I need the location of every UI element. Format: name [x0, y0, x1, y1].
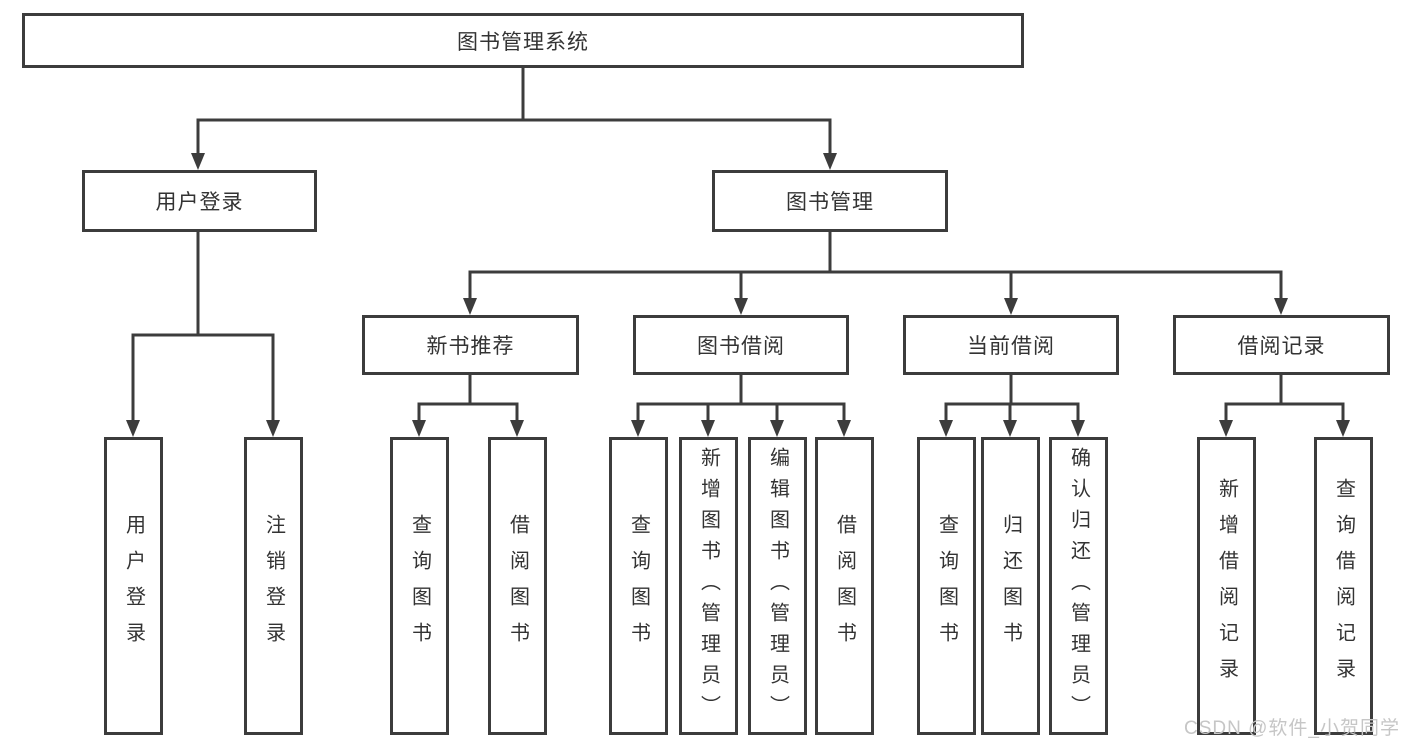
leaf-edit-books-admin: 编辑图书（管理员）: [748, 437, 807, 735]
connector-root: [191, 66, 837, 170]
node-book-management-label: 图书管理: [786, 191, 874, 214]
leaf-add-borrow-record: 新增借阅记录: [1197, 437, 1256, 735]
node-new-book-recommend: 新书推荐: [362, 315, 579, 375]
leaf-query-books-current: 查询图书: [917, 437, 976, 735]
leaf-add-books-admin: 新增图书（管理员）: [679, 437, 738, 735]
leaf-confirm-return-admin: 确认归还（管理员）: [1049, 437, 1108, 735]
watermark-text: CSDN @软件_小贺同学: [1184, 718, 1400, 739]
node-book-borrow: 图书借阅: [633, 315, 849, 375]
leaf-query-books-borrow-label: 查询图书: [627, 514, 650, 658]
leaf-query-books-current-label: 查询图书: [935, 514, 958, 658]
leaf-edit-books-admin-label: 编辑图书（管理员）: [766, 446, 789, 726]
connector-new-book-recommend: [412, 375, 524, 437]
node-root: 图书管理系统: [22, 13, 1024, 68]
node-current-borrow: 当前借阅: [903, 315, 1119, 375]
leaf-user-login-label: 用户登录: [122, 514, 145, 658]
leaf-return-books: 归还图书: [981, 437, 1040, 735]
leaf-query-borrow-record-label: 查询借阅记录: [1332, 478, 1355, 694]
connector-user-login: [126, 232, 280, 437]
node-borrow-records-label: 借阅记录: [1237, 335, 1326, 358]
leaf-query-books-recommend: 查询图书: [390, 437, 449, 735]
node-root-label: 图书管理系统: [457, 30, 589, 54]
connector-current-borrow: [939, 375, 1085, 437]
node-book-management: 图书管理: [712, 170, 948, 232]
node-user-login: 用户登录: [82, 170, 317, 232]
leaf-add-borrow-record-label: 新增借阅记录: [1215, 478, 1238, 694]
leaf-query-borrow-record: 查询借阅记录: [1314, 437, 1373, 735]
leaf-add-books-admin-label: 新增图书（管理员）: [697, 446, 720, 726]
leaf-user-login: 用户登录: [104, 437, 163, 735]
connector-book-borrow: [631, 375, 851, 437]
node-new-book-recommend-label: 新书推荐: [426, 335, 515, 358]
leaf-logout-label: 注销登录: [262, 514, 285, 658]
leaf-logout: 注销登录: [244, 437, 303, 735]
connector-borrow-records: [1219, 375, 1350, 437]
node-book-borrow-label: 图书借阅: [697, 335, 785, 358]
leaf-borrow-books: 借阅图书: [815, 437, 874, 735]
connector-book-management: [463, 232, 1288, 315]
leaf-query-books-recommend-label: 查询图书: [408, 514, 431, 658]
leaf-borrow-books-recommend-label: 借阅图书: [506, 514, 529, 658]
node-borrow-records: 借阅记录: [1173, 315, 1390, 375]
node-current-borrow-label: 当前借阅: [967, 335, 1055, 358]
leaf-return-books-label: 归还图书: [999, 514, 1022, 658]
leaf-borrow-books-recommend: 借阅图书: [488, 437, 547, 735]
leaf-borrow-books-label: 借阅图书: [833, 514, 856, 658]
leaf-confirm-return-admin-label: 确认归还（管理员）: [1067, 446, 1090, 726]
leaf-query-books-borrow: 查询图书: [609, 437, 668, 735]
node-user-login-label: 用户登录: [155, 191, 244, 214]
